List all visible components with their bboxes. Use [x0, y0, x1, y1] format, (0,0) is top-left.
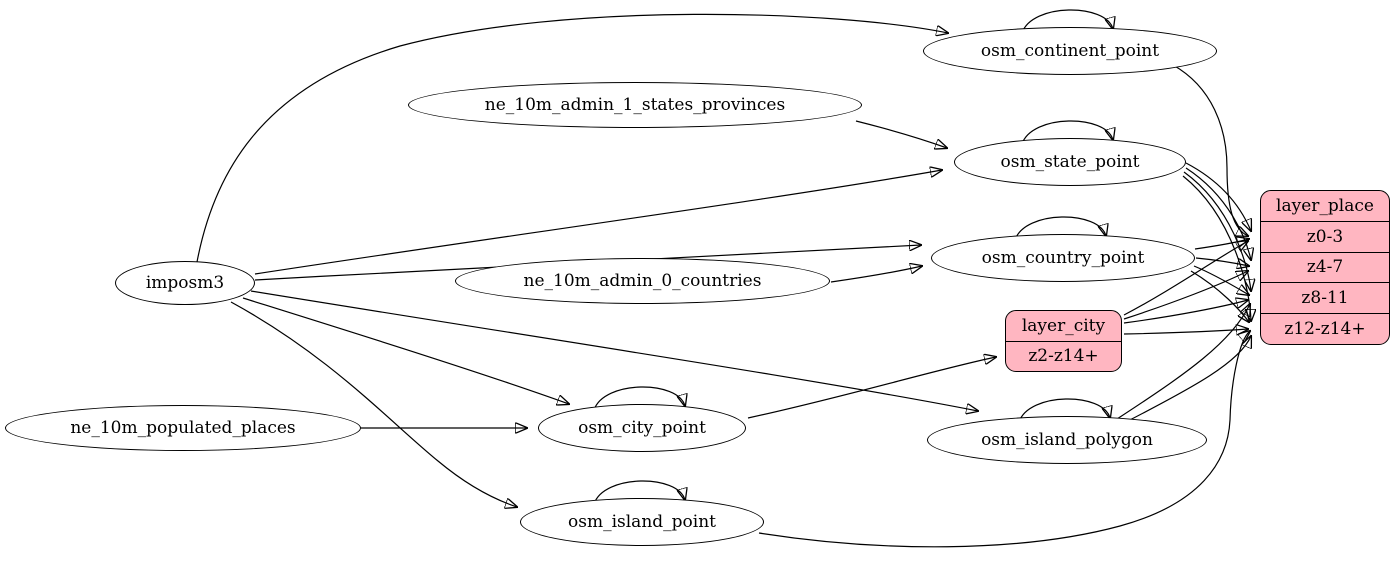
node-osm-island-polygon: osm_island_polygon	[927, 416, 1207, 464]
layer-place-row-z8-11: z8-11	[1261, 282, 1389, 313]
node-osm-island-polygon-label: osm_island_polygon	[981, 430, 1153, 450]
node-osm-country-point-label: osm_country_point	[981, 248, 1145, 268]
edge-osm_island_point-layer_place-z12-z14	[758, 331, 1250, 548]
edge-imposm3-osm_continent_point	[196, 13, 948, 263]
node-osm-city-point-label: osm_city_point	[578, 418, 706, 438]
node-ne-10m-populated-places: ne_10m_populated_places	[5, 405, 361, 451]
node-ne-10m-admin-1-states-provinces: ne_10m_admin_1_states_provinces	[408, 82, 862, 128]
node-osm-continent-point: osm_continent_point	[923, 27, 1217, 75]
layer-place-row-z0-3: z0-3	[1261, 220, 1389, 252]
edge-imposm3-osm_island_polygon	[250, 290, 978, 411]
node-osm-state-point: osm_state_point	[954, 138, 1186, 186]
layer-city-row-z2-z14: z2-z14+	[1006, 340, 1121, 372]
edge-imposm3-osm_island_point	[230, 301, 517, 507]
node-osm-island-point-label: osm_island_point	[568, 512, 716, 532]
edge-layer_city-layer_place-z8-11	[1123, 300, 1248, 324]
node-ne-10m-admin-0-countries-label: ne_10m_admin_0_countries	[523, 271, 762, 291]
node-imposm3-label: imposm3	[145, 273, 225, 293]
edge-ne_10m_admin_0_countries-osm_country_point	[830, 266, 922, 283]
edge-osm_country_point-layer_place-z0-3	[1194, 239, 1249, 250]
node-layer-place: layer_place z0-3 z4-7 z8-11 z12-z14+	[1260, 190, 1390, 345]
edge-osm_state_point-layer_place-z4-7	[1185, 167, 1251, 260]
layer-city-title: layer_city	[1021, 315, 1106, 336]
edge-osm_state_point-self	[1021, 120, 1113, 145]
node-osm-island-point: osm_island_point	[520, 498, 764, 546]
node-layer-city: layer_city z2-z14+	[1005, 310, 1122, 372]
node-ne-10m-populated-places-label: ne_10m_populated_places	[70, 418, 296, 438]
edge-imposm3-osm_city_point	[242, 297, 569, 404]
node-ne-10m-admin-0-countries: ne_10m_admin_0_countries	[455, 258, 830, 304]
node-osm-city-point: osm_city_point	[538, 404, 746, 452]
edge-osm_country_point-layer_place-z12-z14	[1190, 270, 1249, 322]
edge-osm_continent_point-layer_place-z0-3	[1172, 64, 1248, 236]
edge-osm_city_point-layer_city-z2-z14	[747, 357, 996, 419]
layer-place-title: layer_place	[1276, 195, 1374, 216]
node-imposm3: imposm3	[115, 261, 255, 305]
edge-layer_city-layer_place-z4-7	[1123, 271, 1248, 320]
edge-osm_island_polygon-self	[1018, 398, 1110, 423]
edge-osm_city_point-self	[593, 386, 685, 411]
layer-place-row-z12-z14: z12-z14+	[1261, 313, 1389, 344]
layer-place-row-z4-7: z4-7	[1261, 251, 1389, 283]
node-ne-10m-admin-1-states-provinces-label: ne_10m_admin_1_states_provinces	[484, 95, 786, 115]
edge-osm_island_polygon-layer_place-z12-z14	[1123, 336, 1251, 424]
node-osm-country-point: osm_country_point	[931, 234, 1195, 282]
edge-osm_state_point-layer_place-z0-3	[1185, 162, 1251, 231]
edge-osm_continent_point-self	[1021, 9, 1113, 34]
node-osm-continent-point-label: osm_continent_point	[980, 41, 1160, 61]
edge-layer_city-layer_place-z0-3	[1123, 241, 1248, 316]
edge-osm_island_point-self	[593, 480, 685, 505]
edge-osm_country_point-layer_place-z4-7	[1195, 257, 1249, 266]
edge-ne_10m_admin_1_states_provinces-osm_state_point	[855, 120, 947, 148]
edge-imposm3-osm_state_point	[254, 170, 942, 275]
node-osm-state-point-label: osm_state_point	[1000, 152, 1140, 172]
edge-osm_country_point-self	[1014, 216, 1106, 241]
edge-osm_island_polygon-layer_place-z8-11	[1116, 304, 1250, 420]
